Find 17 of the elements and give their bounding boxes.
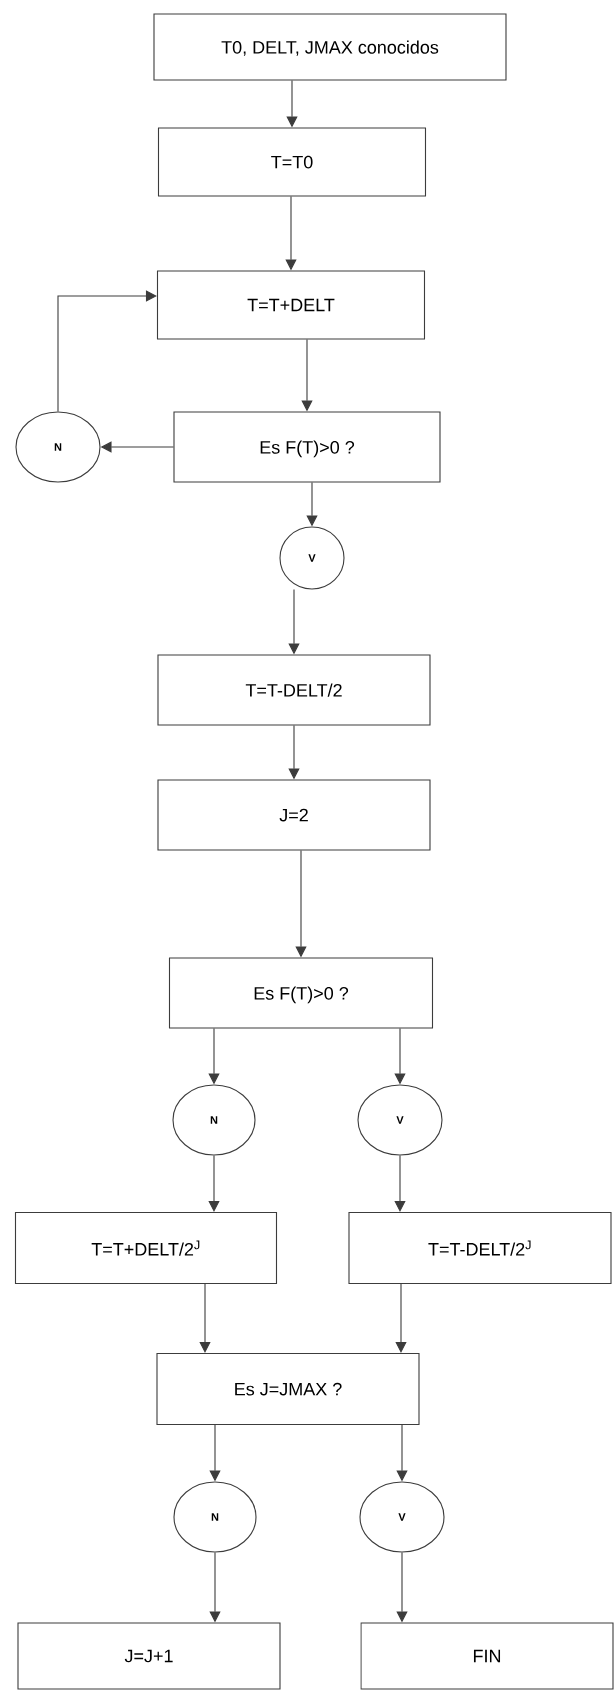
arrow: [208, 1155, 220, 1212]
arrow: [394, 1155, 406, 1212]
arrow: [57, 290, 157, 413]
process-box: T=T-DELT/2: [157, 654, 431, 726]
process-box: T=T+DELT: [156, 270, 426, 340]
arrow: [395, 1283, 407, 1353]
arrow: [199, 1283, 211, 1353]
process-box: Es F(T)>0 ?: [168, 957, 434, 1029]
process-box: T0, DELT, JMAX conocidos: [153, 13, 507, 81]
process-box: J=2: [157, 779, 431, 851]
process-box: J=J+1: [17, 1622, 281, 1690]
process-box: Es F(T)>0 ?: [173, 411, 441, 483]
process-box: T=T+DELT/2$^{J}$: [14, 1211, 278, 1285]
process-box: Es J=JMAX ?: [156, 1352, 420, 1426]
process-box: T=T0: [157, 127, 427, 197]
process-box: T=T-DELT/2$^{J}$: [348, 1211, 612, 1285]
process-box: FIN: [360, 1622, 614, 1690]
